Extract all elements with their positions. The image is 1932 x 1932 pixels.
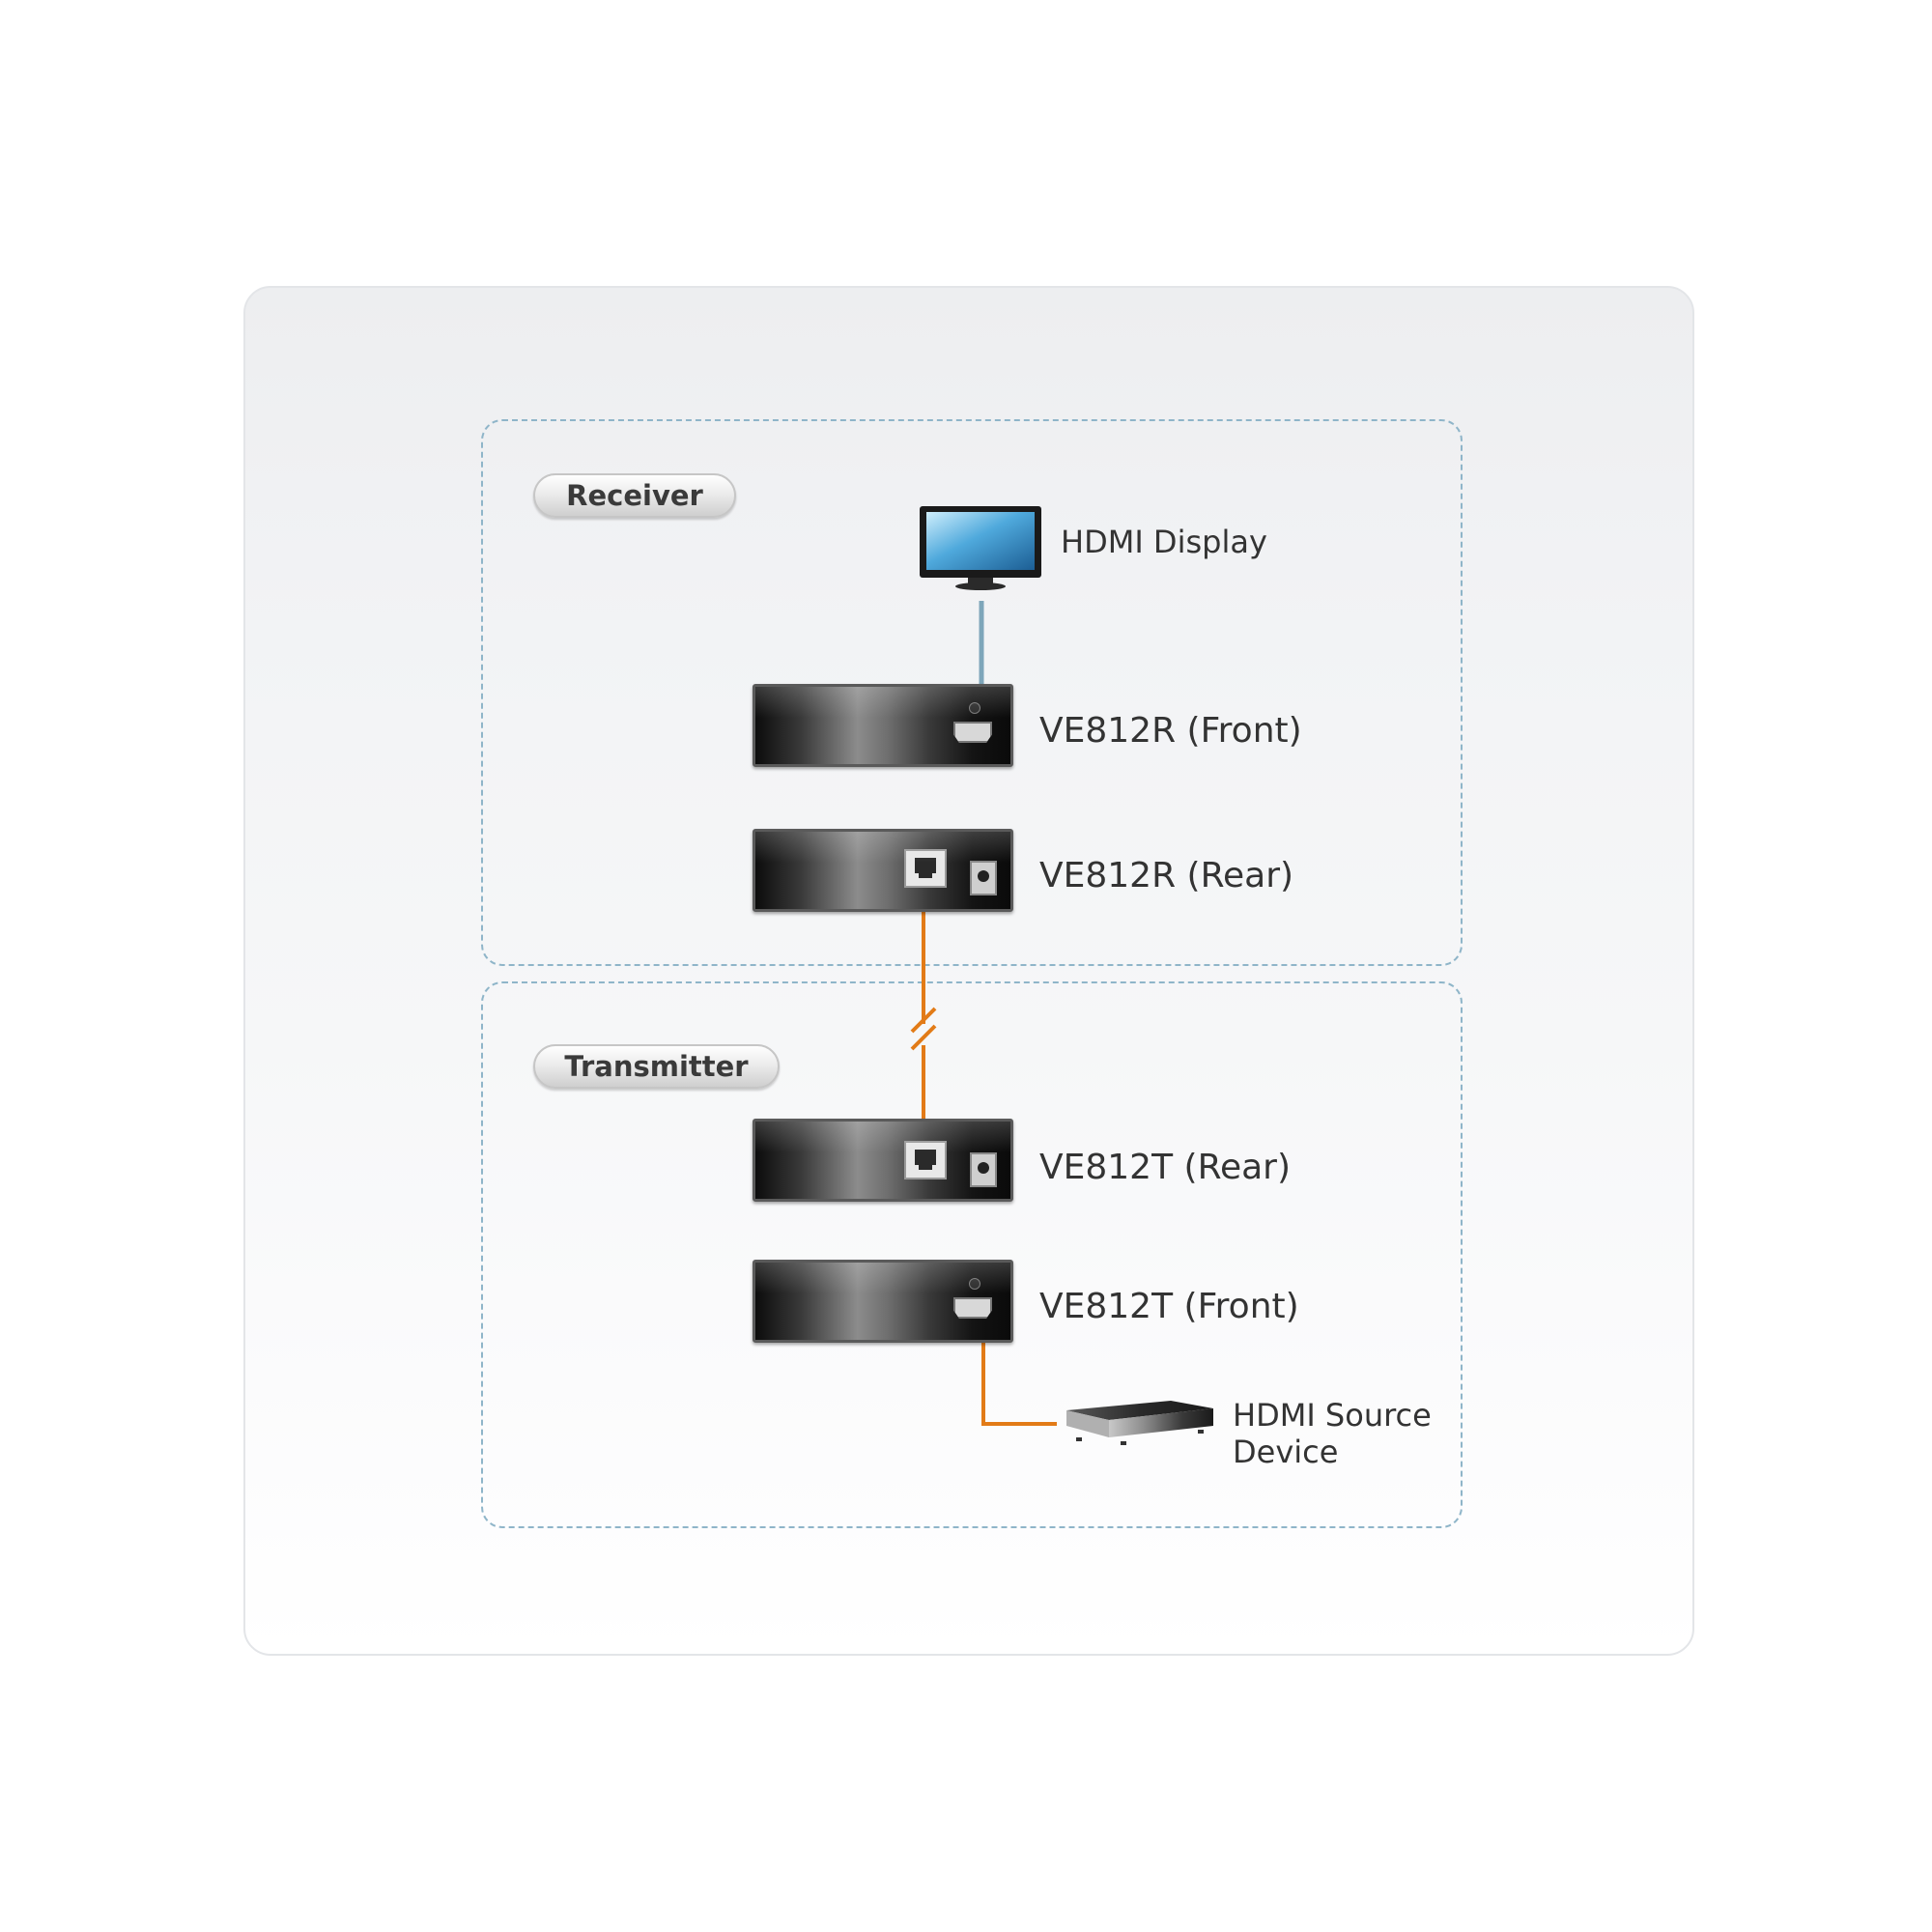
ve812r-front-unit [753,684,1013,767]
power-jack-icon [970,1152,997,1187]
led-icon [969,1278,980,1290]
ve812r-front-label: VE812R (Front) [1039,711,1302,751]
ve812t-rear-unit [753,1119,1013,1202]
receiver-title: Receiver [533,473,736,518]
hdmi-port-icon [953,1297,992,1319]
hdmi-source-label-line1: HDMI Source [1233,1397,1432,1434]
rj45-port-icon [904,1141,947,1179]
hdmi-source-label-line2: Device [1233,1434,1339,1470]
hdmi-display-label: HDMI Display [1061,524,1267,560]
led-icon [969,702,980,714]
transmitter-title: Transmitter [533,1044,780,1089]
ve812t-front-label: VE812T (Front) [1039,1287,1299,1326]
ve812t-front-unit [753,1260,1013,1343]
receiver-section [481,419,1463,966]
ve812r-rear-unit [753,829,1013,912]
power-jack-icon [970,861,997,895]
monitor-icon [920,506,1041,590]
ve812r-rear-label: VE812R (Rear) [1039,856,1294,895]
rj45-port-icon [904,849,947,888]
transmitter-section [481,981,1463,1528]
media-box-icon [1066,1401,1213,1445]
ve812t-rear-label: VE812T (Rear) [1039,1148,1292,1187]
hdmi-port-icon [953,722,992,743]
